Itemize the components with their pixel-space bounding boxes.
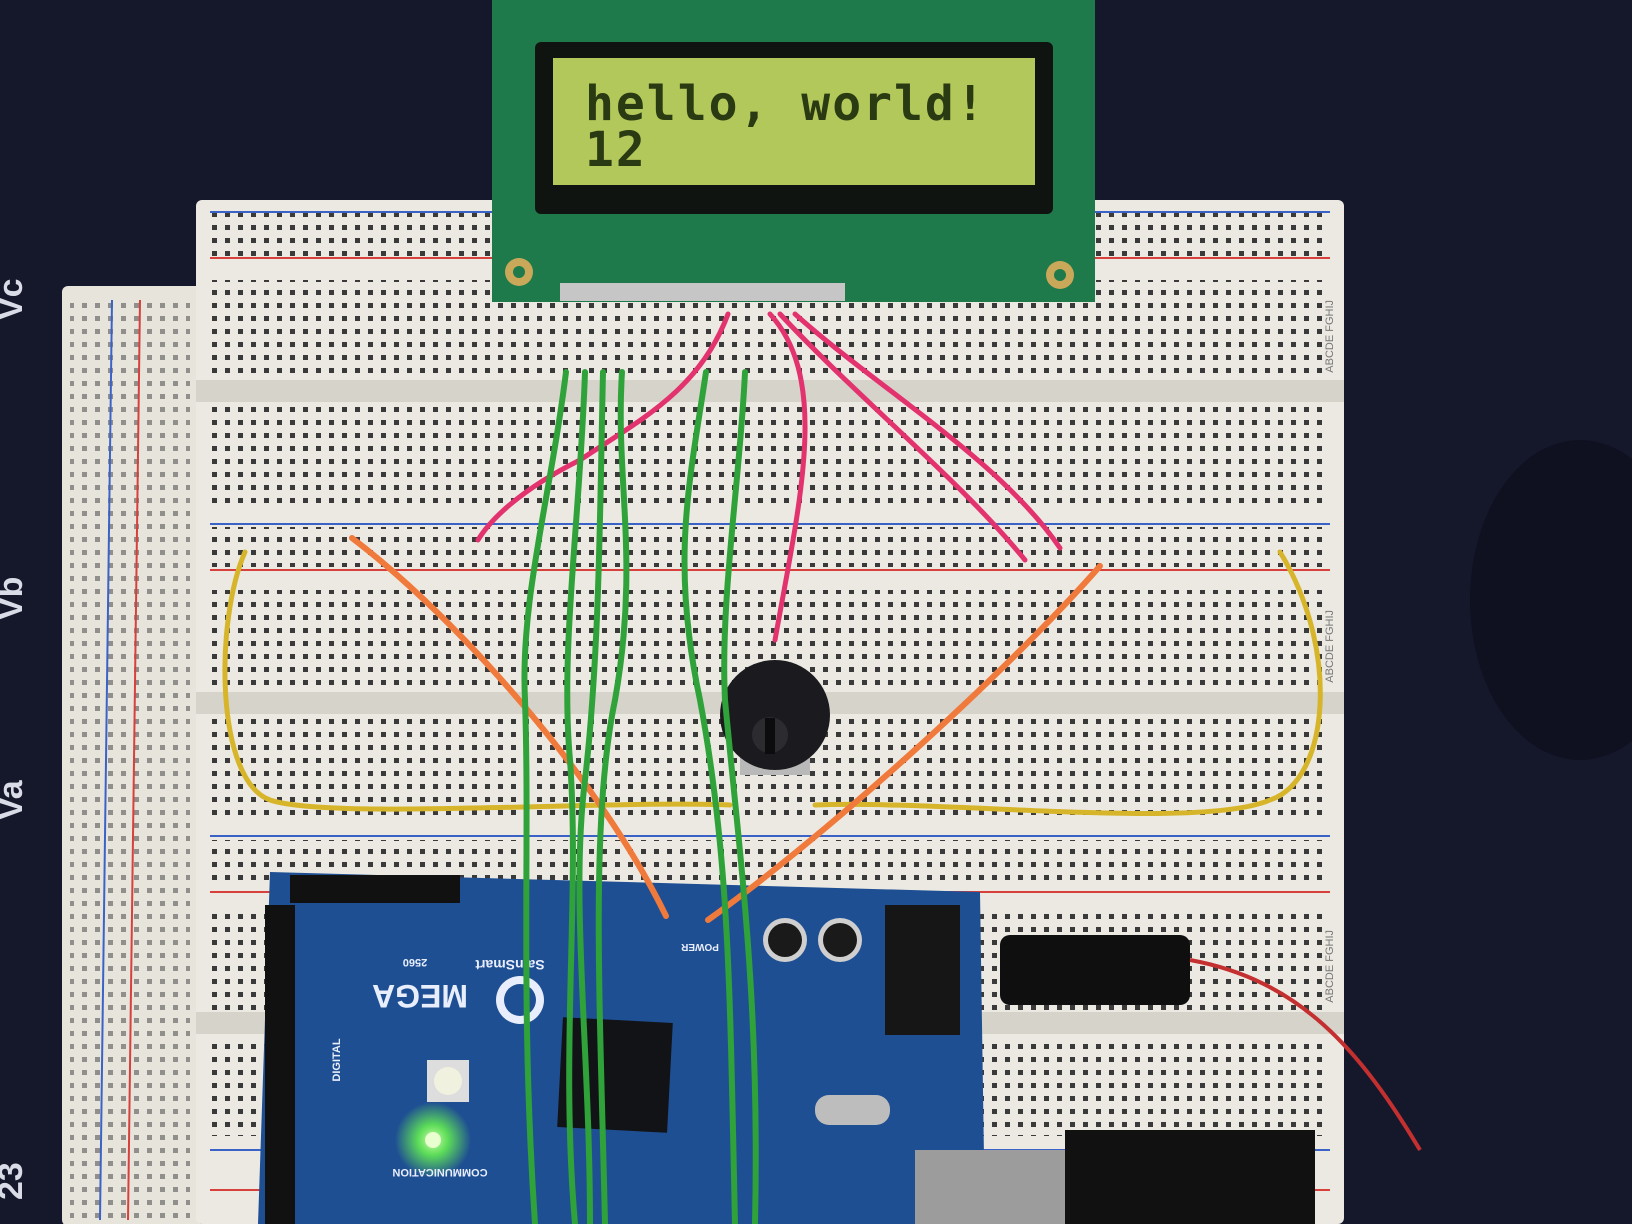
row-letters-2: ABCDE FGHIJ [1324, 610, 1336, 683]
chip-label: 2560 [403, 956, 427, 968]
digital-label: DIGITAL [331, 1038, 343, 1081]
wire-green-6 [721, 369, 759, 1224]
brand-label: SainSmart [475, 957, 545, 973]
side-label-vc: Vc [0, 278, 30, 320]
lcd-pin-header [560, 283, 845, 301]
wire-green-1 [521, 369, 569, 1224]
side-labels: Vc Vb Va 23 [0, 278, 30, 1200]
mega-label: MEGA [372, 978, 468, 1014]
lcd-screen [553, 58, 1035, 185]
wire-yellow-right [812, 549, 1323, 816]
wire-pink-1 [475, 311, 731, 543]
wire-pink-3 [777, 311, 1028, 563]
wire-pink-4 [792, 311, 1063, 551]
row-letters-1: ABCDE FGHIJ [1324, 300, 1336, 373]
center-channel-1 [196, 380, 1344, 402]
wires [222, 311, 1323, 1224]
wire-green-2 [564, 369, 588, 1224]
side-label-va: Va [0, 779, 30, 820]
lcd-line-2: 12 [585, 122, 647, 178]
potentiometer [720, 660, 830, 775]
lcd-module: hello, world! 12 [492, 0, 1095, 302]
wire-pink-2 [767, 311, 808, 643]
side-label-num: 23 [0, 1162, 30, 1200]
lcd-line-1: hello, world! [585, 76, 987, 132]
row-letters-3: ABCDE FGHIJ [1324, 930, 1336, 1003]
wire-green-5 [681, 369, 738, 1224]
wire-green-4 [595, 369, 630, 1224]
usb-cable [1065, 1130, 1315, 1224]
dc-jack [885, 905, 960, 1035]
cable-shadow [1470, 440, 1632, 760]
crystal [815, 1095, 890, 1125]
power-plug [1000, 935, 1190, 1005]
header-top [290, 875, 460, 903]
atmega2560-chip [557, 1017, 673, 1133]
side-label-vb: Vb [0, 577, 30, 620]
header-left [265, 905, 295, 1224]
wire-yellow-left [222, 549, 733, 812]
breadboard-left [62, 286, 202, 1224]
power-label: POWER [680, 941, 719, 952]
usb-connector [915, 1150, 1065, 1224]
wire-orange-right [705, 563, 1103, 923]
communication-label: COMMUNICATION [392, 1166, 487, 1178]
wire-green-3 [576, 369, 606, 1224]
